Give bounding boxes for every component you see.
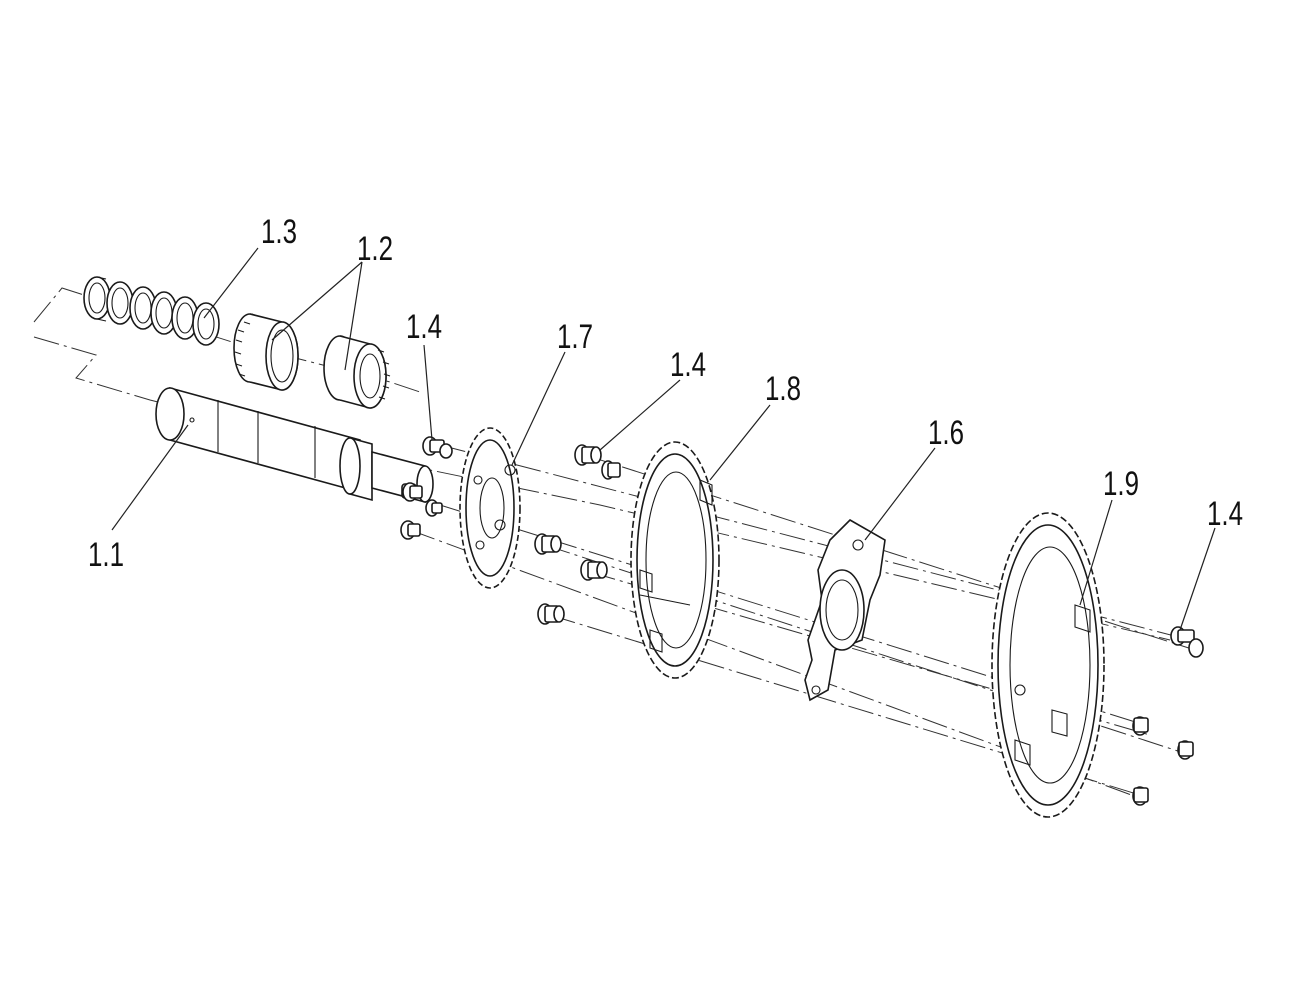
leader-1-7 bbox=[511, 351, 566, 466]
callout-1-4-c: 1.4 bbox=[1207, 495, 1243, 533]
leader-1-4-c bbox=[1179, 527, 1216, 631]
callout-1-7: 1.7 bbox=[557, 318, 593, 356]
bolt bbox=[1132, 786, 1149, 806]
leader-1-2-a bbox=[271, 261, 363, 341]
spacer-ring bbox=[83, 276, 111, 322]
spindle-axis bbox=[33, 336, 1171, 641]
leader-1-8 bbox=[709, 404, 771, 481]
leader-1-9 bbox=[1079, 499, 1113, 606]
callout-1-6: 1.6 bbox=[928, 414, 964, 452]
callout-1-3: 1.3 bbox=[261, 213, 297, 251]
callout-1-8: 1.8 bbox=[765, 370, 801, 408]
leader-1-2-b bbox=[344, 261, 363, 371]
bolt-group-left bbox=[400, 436, 453, 540]
bolt bbox=[1170, 626, 1204, 658]
bearing-cup-right bbox=[323, 335, 391, 409]
callout-1-4-b: 1.4 bbox=[670, 346, 706, 384]
nut bbox=[537, 603, 565, 625]
bolt-group-right bbox=[1132, 626, 1204, 806]
spider bbox=[804, 519, 886, 702]
bolt bbox=[400, 520, 421, 540]
bolt-axis-2 bbox=[584, 454, 1196, 651]
spacer-ring bbox=[106, 281, 134, 325]
callout-1-4-a: 1.4 bbox=[406, 308, 442, 346]
leader-1-3 bbox=[203, 247, 259, 319]
leader-lines bbox=[111, 247, 1216, 631]
small-chainring bbox=[459, 427, 521, 589]
nut bbox=[601, 460, 621, 480]
spindle bbox=[155, 386, 434, 504]
leader-1-1 bbox=[111, 424, 189, 531]
callout-1-9: 1.9 bbox=[1103, 465, 1139, 503]
nut bbox=[534, 533, 562, 555]
bolt bbox=[425, 499, 443, 517]
nut bbox=[580, 559, 608, 581]
bolt bbox=[1132, 716, 1149, 736]
bolt-axis-6 bbox=[409, 529, 1146, 801]
spacer-axis bbox=[33, 287, 421, 393]
bolt bbox=[402, 482, 423, 502]
leader-1-4-b bbox=[599, 379, 681, 451]
spacer-ring bbox=[192, 302, 220, 346]
bolt bbox=[422, 436, 453, 459]
leader-1-6 bbox=[864, 447, 936, 541]
callout-1-1: 1.1 bbox=[88, 536, 124, 574]
nut-group-middle bbox=[534, 444, 621, 625]
nut bbox=[574, 444, 602, 466]
leader-1-4-a bbox=[423, 344, 433, 441]
callout-labels: 1.3 1.2 1.4 1.7 1.4 1.8 1.6 1.9 1.4 1.1 bbox=[88, 213, 1243, 574]
bolt bbox=[1177, 740, 1194, 760]
large-chainring bbox=[991, 512, 1105, 818]
callout-1-2: 1.2 bbox=[357, 230, 393, 268]
spacer-rings bbox=[83, 276, 220, 346]
middle-chainring bbox=[630, 441, 720, 679]
